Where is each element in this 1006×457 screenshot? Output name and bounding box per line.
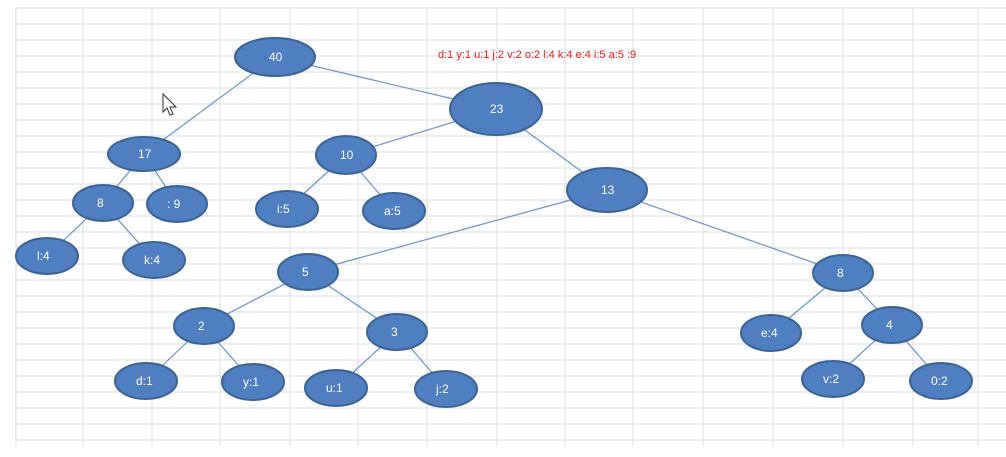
node-ellipse <box>234 37 316 77</box>
node-ellipse <box>304 369 368 407</box>
tree-node: 4 <box>861 306 923 344</box>
tree-node: d:1 <box>114 362 178 400</box>
node-ellipse <box>107 136 181 172</box>
node-label: l:4 <box>37 249 50 263</box>
node-ellipse <box>414 370 478 408</box>
tree-node: v:2 <box>801 360 865 398</box>
node-label: : 9 <box>167 197 181 211</box>
tree-node: 23 <box>449 82 543 136</box>
tree-node: 5 <box>277 253 339 291</box>
node-label: 2 <box>198 319 205 333</box>
tree-node: j:2 <box>414 370 478 408</box>
node-label: v:2 <box>823 372 839 386</box>
tree-node: y:1 <box>221 363 285 401</box>
tree-node: 10 <box>315 135 377 175</box>
node-label: 8 <box>97 196 104 210</box>
tree-edge <box>606 189 844 274</box>
node-label: 5 <box>302 265 309 279</box>
node-ellipse <box>146 185 208 223</box>
node-ellipse <box>122 241 186 279</box>
tree-node: 17 <box>107 136 181 172</box>
tree-node: 40 <box>234 37 316 77</box>
node-ellipse <box>362 192 426 230</box>
tree-node: i:5 <box>255 190 319 228</box>
node-label: a:5 <box>384 204 401 218</box>
node-ellipse <box>221 363 285 401</box>
tree-node: u:1 <box>304 369 368 407</box>
tree-node: 13 <box>566 167 648 213</box>
node-ellipse <box>315 135 377 175</box>
node-label: 3 <box>391 325 398 339</box>
tree-node: a:5 <box>362 192 426 230</box>
tree-node: l:4 <box>15 237 79 275</box>
tree-node: 3 <box>366 313 428 351</box>
node-ellipse <box>909 362 973 400</box>
node-ellipse <box>740 314 802 352</box>
node-label: 23 <box>490 102 504 116</box>
node-ellipse <box>72 184 134 222</box>
node-ellipse <box>277 253 339 291</box>
node-ellipse <box>255 190 319 228</box>
node-label: j:2 <box>435 382 449 396</box>
node-label: e:4 <box>761 326 778 340</box>
tree-node: k:4 <box>122 241 186 279</box>
node-ellipse <box>801 360 865 398</box>
tree-node: 8 <box>72 184 134 222</box>
tree-node: : 9 <box>146 185 208 223</box>
node-label: 17 <box>138 147 152 161</box>
node-label: k:4 <box>144 253 160 267</box>
node-label: i:5 <box>277 202 290 216</box>
node-label: 40 <box>269 50 283 64</box>
node-ellipse <box>114 362 178 400</box>
mouse-pointer-icon <box>162 92 178 116</box>
tree-node: e:4 <box>740 314 802 352</box>
node-label: 13 <box>601 183 615 197</box>
node-label: u:1 <box>326 381 343 395</box>
node-label: 4 <box>886 318 893 332</box>
node-label: 10 <box>340 148 354 162</box>
tree-node: 8 <box>812 254 874 292</box>
node-label: 8 <box>837 266 844 280</box>
node-ellipse <box>366 313 428 351</box>
tree-edge <box>307 189 608 273</box>
node-ellipse <box>15 237 79 275</box>
tree-node: 2 <box>173 307 235 345</box>
node-ellipse <box>812 254 874 292</box>
node-ellipse <box>861 306 923 344</box>
node-label: d:1 <box>136 374 153 388</box>
node-label: y:1 <box>243 375 259 389</box>
tree-node: 0:2 <box>909 362 973 400</box>
node-label: 0:2 <box>931 374 948 388</box>
node-ellipse <box>449 82 543 136</box>
frequency-list: d:1 y:1 u:1 j:2 v:2 o:2 l:4 k:4 e:4 i:5 … <box>438 49 636 61</box>
node-ellipse <box>566 167 648 213</box>
node-ellipse <box>173 307 235 345</box>
